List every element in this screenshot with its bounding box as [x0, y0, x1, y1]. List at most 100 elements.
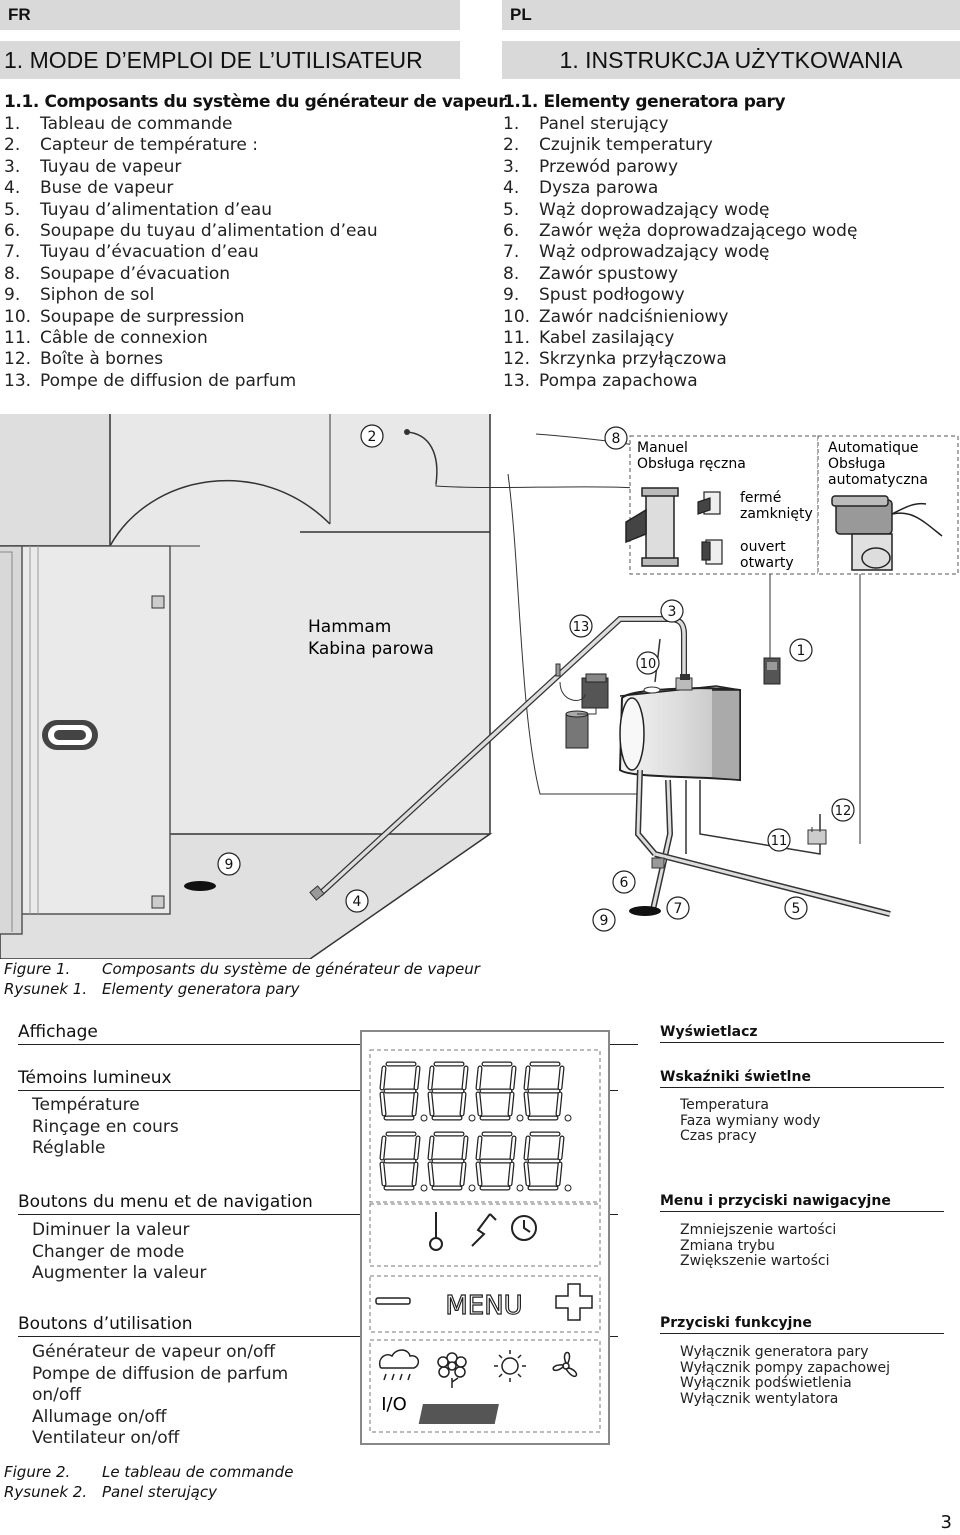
caption-label: Figure 1. [4, 960, 71, 978]
decimal-point [468, 1184, 476, 1192]
plus-button[interactable] [555, 1283, 593, 1321]
component-list-item: 1.Tableau de commande [4, 114, 378, 135]
lights-list-fr: Température Rinçage en cours Réglable [32, 1095, 179, 1160]
item-number: 10. [503, 306, 531, 327]
display-segment [510, 1066, 516, 1090]
component-list-item: 5.Tuyau d’alimentation d’eau [4, 200, 378, 221]
item-number: 8. [4, 263, 21, 284]
list-item: Wyłącznik podświetlenia [680, 1375, 852, 1391]
manual-label-pl: Obsługa ręczna [637, 456, 746, 472]
auto-label-fr: Automatique [828, 440, 918, 456]
display-segment [508, 1162, 514, 1186]
display-segment [428, 1066, 434, 1090]
component-list-item: 5.Wąż doprowadzający wodę [503, 200, 857, 221]
list-item: Wyłącznik generatora pary [680, 1344, 869, 1360]
list-item: Zmiana trybu [680, 1237, 775, 1254]
language-badge-fr: FR [0, 0, 460, 30]
manual-label-fr: Manuel [637, 440, 688, 456]
display-segment [428, 1162, 434, 1186]
item-text: Dysza parowa [539, 178, 659, 199]
component-list-item: 12.Boîte à bornes [4, 349, 378, 370]
display-segment [380, 1162, 386, 1186]
operation-heading-fr: Boutons d’utilisation [18, 1314, 618, 1337]
minus-button[interactable] [375, 1297, 411, 1305]
item-text: Wąż doprowadzający wodę [539, 199, 770, 220]
component-list-item: 7.Wąż odprowadzający wodę [503, 242, 857, 263]
item-text: Panel sterujący [539, 114, 669, 134]
display-segment [380, 1092, 386, 1116]
callout-4: 4 [353, 894, 362, 910]
item-number: 12. [503, 349, 531, 370]
display-segment [524, 1136, 530, 1160]
closed-label-pl: zamknięty [740, 506, 813, 522]
menu-button[interactable]: MENU [445, 1290, 524, 1321]
display-segment [524, 1092, 530, 1116]
component-list-item: 4.Dysza parowa [503, 178, 857, 199]
subsection-title-pl: 1.1. Elementy generatora pary [503, 92, 786, 112]
menu-heading-fr: Boutons du menu et de navigation [18, 1192, 618, 1215]
component-list-item: 7.Tuyau d’évacuation d’eau [4, 242, 378, 263]
callout-9-right: 9 [600, 913, 609, 929]
on-off-label: I/O [381, 1394, 407, 1415]
display-heading-fr: Affichage [18, 1022, 638, 1045]
item-number: 1. [503, 114, 520, 134]
light-icon[interactable] [494, 1350, 526, 1382]
section-title-fr: 1. MODE D’EMPLOI DE L’UTILISATEUR [0, 41, 460, 79]
flower-icon[interactable] [437, 1352, 467, 1388]
item-text: Tuyau d’évacuation d’eau [40, 242, 259, 263]
callout-3: 3 [668, 604, 677, 620]
lang-label: PL [510, 5, 532, 24]
item-text: Capteur de température : [40, 135, 259, 156]
menu-list-pl: Zmniejszenie wartości Zmiana trybu Zwięk… [680, 1222, 837, 1270]
decimal-point [468, 1114, 476, 1122]
display-segment [462, 1066, 468, 1090]
steam-generator-button[interactable] [378, 1349, 420, 1381]
callout-12: 12 [835, 804, 852, 819]
fan-icon[interactable] [552, 1351, 578, 1378]
list-item: Czas pracy [680, 1128, 757, 1144]
page-number: 3 [940, 1512, 952, 1533]
item-number: 3. [503, 156, 520, 177]
list-item: Allumage on/off [32, 1406, 167, 1427]
callout-1: 1 [797, 643, 806, 659]
list-item: Zmniejszenie wartości [680, 1222, 837, 1238]
component-list-item: 8. Soupape d’évacuation [4, 264, 378, 285]
list-item: on/off [32, 1385, 82, 1405]
item-number: 6. [4, 221, 21, 242]
operation-heading-pl: Przyciski funkcyjne [660, 1315, 944, 1334]
callout-8: 8 [612, 431, 621, 447]
component-list-pl: 1. Panel sterujący 2. Czujnik temperatury 3.… [503, 114, 857, 392]
item-text: Przewód parowy [539, 156, 679, 177]
language-badge-pl: PL [502, 0, 960, 30]
item-text: Soupape d’évacuation [40, 263, 231, 284]
list-item: Wyłącznik pompy zapachowej [680, 1359, 890, 1376]
decimal-point [516, 1184, 524, 1192]
callout-7: 7 [674, 901, 683, 917]
display-segment [556, 1162, 562, 1186]
item-text: Czujnik temperatury [539, 135, 713, 156]
display-segment [476, 1066, 482, 1090]
display-segment [508, 1092, 514, 1116]
operation-list-pl: Wyłącznik generatora pary Wyłącznik pomp… [680, 1344, 890, 1407]
component-list-item: 9.Spust podłogowy [503, 285, 857, 306]
open-label-fr: ouvert [740, 539, 786, 555]
caption-text: Le tableau de commande [102, 1463, 294, 1481]
item-text: Soupape de surpression [40, 306, 245, 327]
item-number: 2. [503, 135, 520, 156]
list-item: Ventilateur on/off [32, 1428, 180, 1448]
component-list-item: 11.Kabel zasilający [503, 328, 857, 349]
display-segment [380, 1066, 386, 1090]
component-list-item: 6.Soupape du tuyau d’alimentation d’eau [4, 221, 378, 242]
component-list-item: 9.Siphon de sol [4, 285, 378, 306]
item-number: 9. [503, 285, 520, 306]
lights-heading-fr: Témoins lumineux [18, 1068, 618, 1091]
seven-segment-display [379, 1061, 572, 1192]
item-number: 12. [4, 349, 32, 370]
item-text: Câble de connexion [40, 328, 208, 349]
display-segment [460, 1162, 466, 1186]
component-list-item: 6.Zawór węża doprowadzającego wodę [503, 221, 857, 242]
component-list-item: 13.Pompe de diffusion de parfum [4, 371, 378, 392]
lang-label: FR [8, 5, 31, 24]
item-text: Tuyau de vapeur [40, 156, 182, 177]
display-segment [428, 1092, 434, 1116]
